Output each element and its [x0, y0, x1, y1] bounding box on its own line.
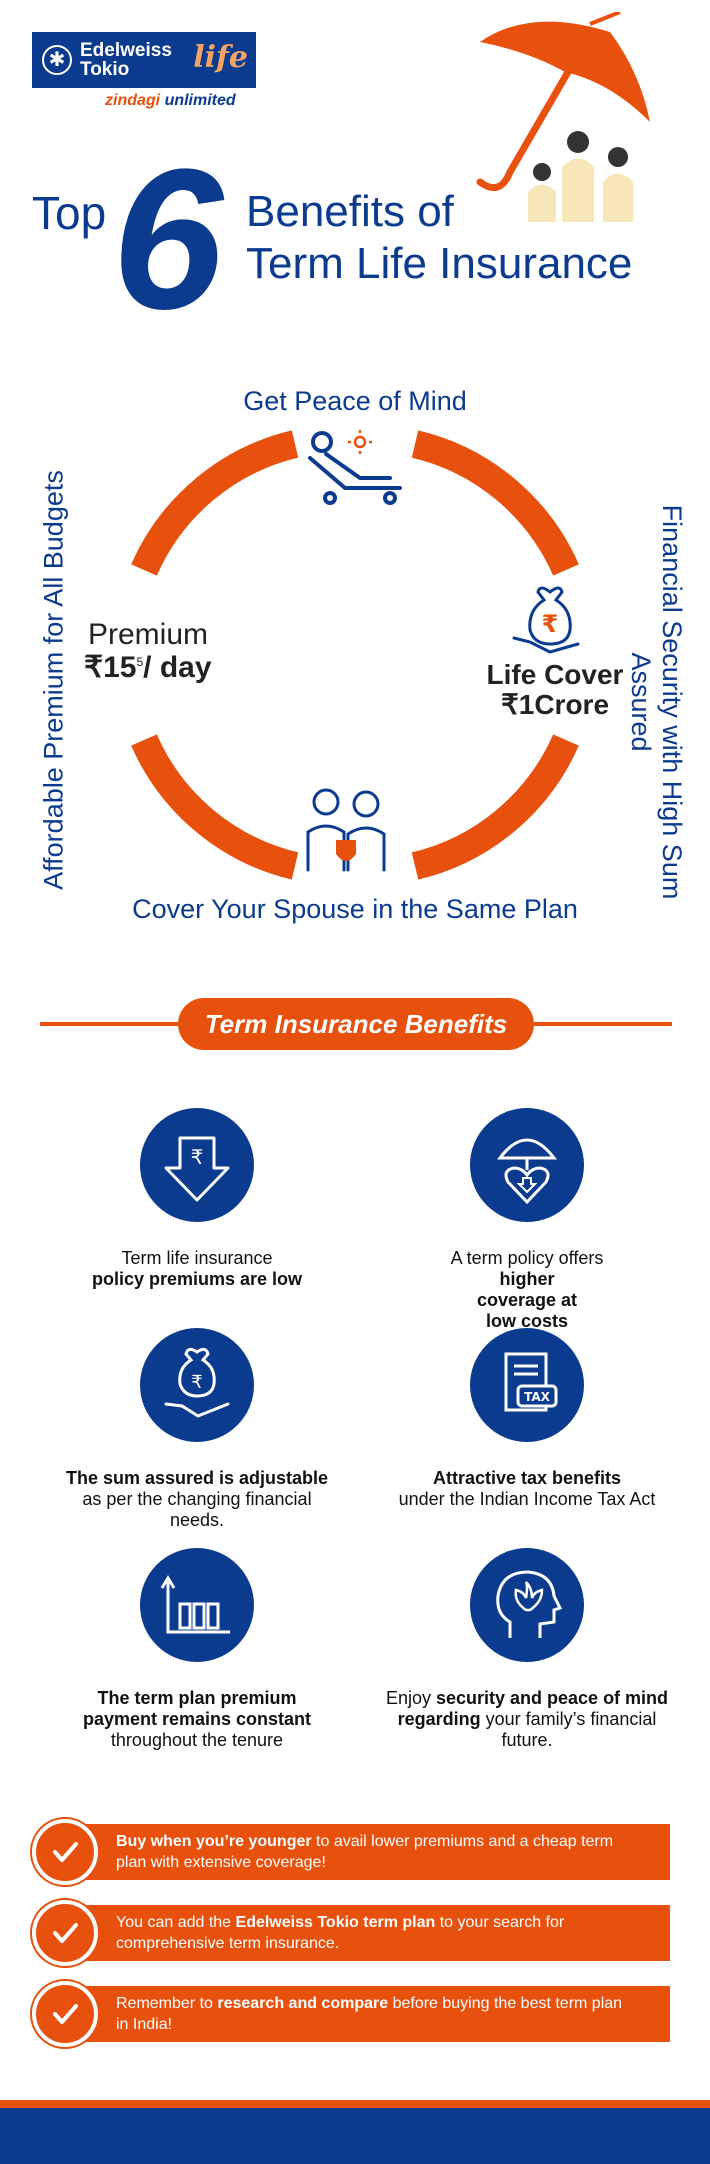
title-line1: Benefits of: [246, 187, 454, 236]
benefit-3-bold: The sum assured is adjustable: [65, 1468, 329, 1488]
benefit-4-text: Attractive tax benefits under the Indian…: [377, 1468, 677, 1510]
checkmark-icon: [32, 1981, 98, 2047]
benefit-1-bold: policy premiums are low: [91, 1269, 303, 1289]
benefits-circle: [131, 430, 579, 880]
tip-3-pre: Remember to: [116, 1995, 218, 2012]
edelweiss-flower-icon: ✱: [42, 45, 72, 75]
svg-text:₹: ₹: [191, 1145, 204, 1169]
brand-logo[interactable]: ✱ Edelweiss Tokio life: [32, 32, 256, 88]
footer-stripe: [0, 2100, 710, 2108]
premium-value: ₹155/ day: [84, 650, 212, 685]
benefit-4-rest: under the Indian Income Tax Act: [398, 1489, 656, 1509]
tip-1-bold: Buy when you’re younger: [116, 1833, 312, 1850]
rupee-down-arrow-icon: ₹: [140, 1108, 254, 1222]
premium-label: Premium: [88, 618, 209, 651]
title-line2: Term Life Insurance: [246, 239, 633, 288]
relaxing-person-icon: [308, 430, 402, 505]
umbrella-family-icon: [476, 12, 650, 222]
tip-2-pre: You can add the: [116, 1914, 236, 1931]
footer-bar: [0, 2108, 710, 2164]
benefit-5-text: The term plan premium payment remains co…: [47, 1688, 347, 1751]
title-number: 6: [112, 128, 224, 351]
benefit-5-bold: The term plan premium payment remains co…: [82, 1688, 312, 1729]
title-top: Top: [32, 187, 107, 239]
benefits-header: Term Insurance Benefits: [178, 998, 534, 1050]
peace-of-mind-label: Get Peace of Mind: [243, 386, 467, 416]
benefit-4-bold: Attractive tax benefits: [432, 1468, 622, 1488]
tagline-part1: zindagi: [105, 92, 161, 109]
tip-2-bar: You can add the Edelweiss Tokio term pla…: [78, 1905, 670, 1961]
life-cover-line2: ₹1Crore: [500, 689, 610, 720]
benefit-1-text: Term life insurance policy premiums are …: [47, 1248, 347, 1290]
benefit-6-text: Enjoy security and peace of mind regardi…: [377, 1688, 677, 1751]
brand-name-line1: Edelweiss: [80, 40, 172, 61]
benefit-6-bold: security and peace of mind regarding: [397, 1688, 669, 1729]
life-cover-text: Life Cover ₹1Crore: [470, 660, 640, 720]
benefit-6-line1: Enjoy: [385, 1688, 431, 1708]
spouse-cover-label: Cover Your Spouse in the Same Plan: [132, 894, 578, 924]
tip-1-post: to avail lower premiums and a cheap term…: [116, 1833, 614, 1871]
tip-2-bold: Edelweiss Tokio term plan: [235, 1914, 436, 1931]
benefit-3-text: The sum assured is adjustable as per the…: [47, 1468, 347, 1531]
couple-icon: [306, 788, 386, 872]
benefit-2-line1: A term policy offers: [450, 1248, 604, 1268]
tip-3-text: Remember to research and compare before …: [116, 1993, 636, 2035]
money-bag-icon: ₹: [512, 586, 580, 654]
svg-text:₹: ₹: [542, 610, 559, 638]
tip-3-bold: research and compare: [217, 1995, 389, 2012]
svg-text:TAX: TAX: [524, 1390, 551, 1404]
premium-amount: ₹15: [84, 651, 137, 684]
benefit-2-bold: higher coverage at low costs: [476, 1269, 578, 1331]
checkmark-icon: [32, 1819, 98, 1885]
tip-3-bar: Remember to research and compare before …: [78, 1986, 670, 2042]
checkmark-icon: [32, 1900, 98, 1966]
title-text: Benefits of Term Life Insurance: [246, 186, 632, 290]
benefit-1-line1: Term life insurance: [121, 1248, 273, 1268]
tip-2-text: You can add the Edelweiss Tokio term pla…: [116, 1912, 636, 1954]
tip-2-post: to your search for comprehensive term in…: [116, 1914, 565, 1952]
benefit-5-rest: throughout the tenure: [110, 1730, 284, 1750]
premium-superscript: 5: [136, 655, 144, 669]
lotus-head-icon: [470, 1548, 584, 1662]
brand-script: life: [193, 40, 248, 75]
tip-1-text: Buy when you’re younger to avail lower p…: [116, 1831, 636, 1873]
life-cover-line1: Life Cover: [486, 659, 624, 690]
umbrella-heart-icon: [470, 1108, 584, 1222]
tax-document-icon: TAX: [470, 1328, 584, 1442]
bar-chart-icon: [140, 1548, 254, 1662]
brand-tagline: zindagi unlimited: [105, 92, 236, 110]
premium-unit: / day: [143, 651, 212, 684]
benefit-3-rest: as per the changing financial needs.: [82, 1489, 312, 1530]
benefit-2-text: A term policy offers higher coverage at …: [377, 1248, 677, 1332]
svg-text:₹: ₹: [191, 1372, 202, 1393]
money-bag-hand-icon: ₹: [140, 1328, 254, 1442]
brand-name: Edelweiss Tokio: [80, 41, 172, 79]
benefit-6-rest: your family’s financial future.: [485, 1709, 657, 1750]
tip-1-bar: Buy when you’re younger to avail lower p…: [78, 1824, 670, 1880]
affordable-premium-label: Affordable Premium for All Budgets: [38, 470, 69, 890]
tagline-part2: unlimited: [164, 92, 236, 109]
brand-name-line2: Tokio: [80, 59, 130, 80]
tip-3-post: before buying the best term plan in Indi…: [116, 1995, 623, 2033]
